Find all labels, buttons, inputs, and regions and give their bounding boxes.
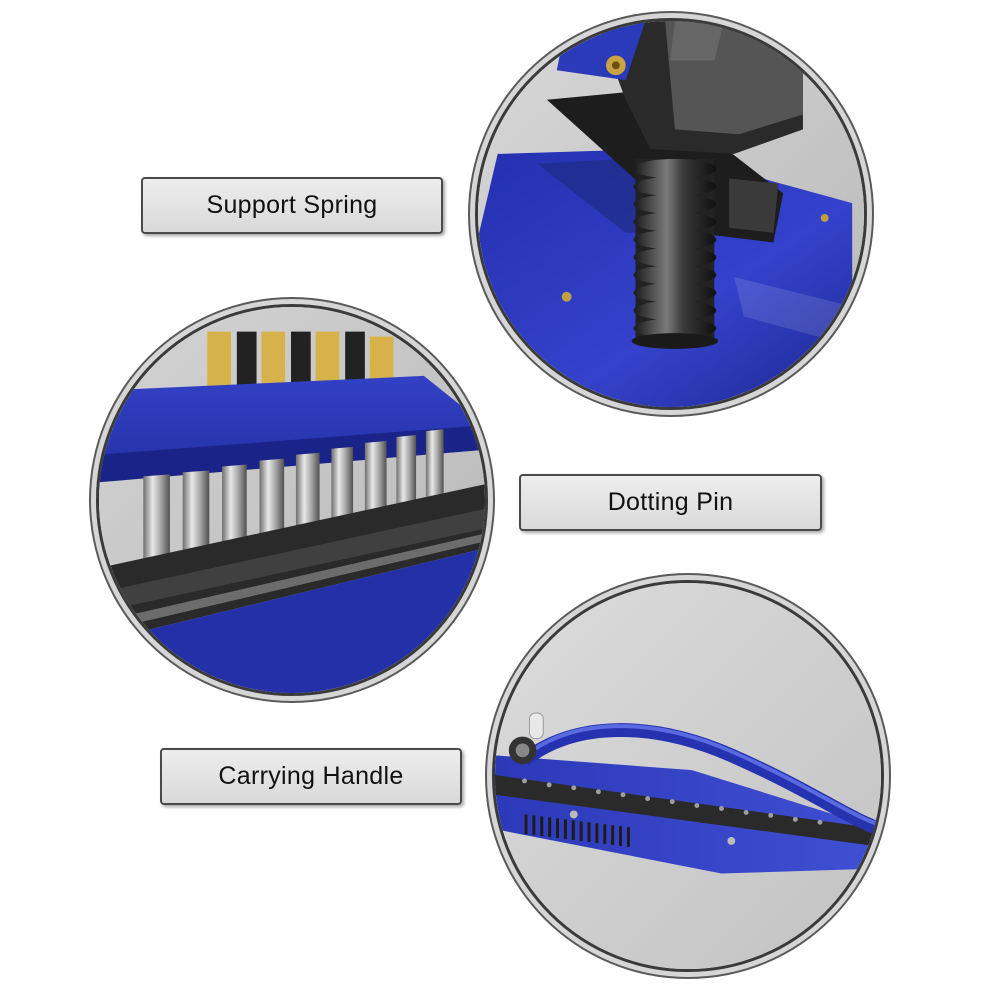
carrying-handle-label: Carrying Handle [218, 762, 404, 790]
support-spring-photo [475, 18, 867, 410]
support-spring-label-box: Support Spring [141, 177, 443, 234]
dotting-pin-image [99, 307, 485, 693]
support-spring-label: Support Spring [206, 191, 378, 219]
carrying-handle-image [495, 583, 881, 969]
dotting-pin-label: Dotting Pin [607, 488, 734, 516]
carrying-handle-label-box: Carrying Handle [160, 748, 462, 805]
dotting-pin-label-box: Dotting Pin [519, 474, 822, 531]
dotting-pin-photo [96, 304, 488, 696]
carrying-handle-photo [492, 580, 884, 972]
support-spring-image [478, 21, 864, 407]
